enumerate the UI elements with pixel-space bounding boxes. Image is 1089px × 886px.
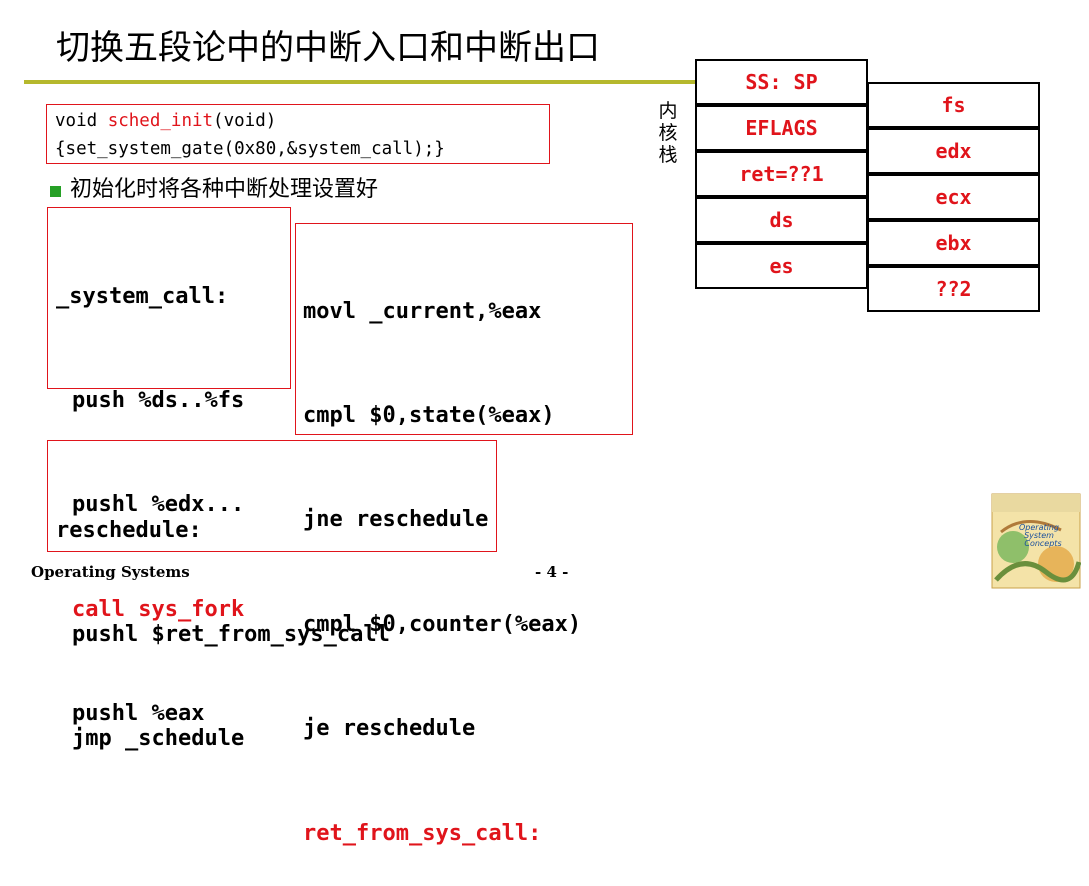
set-system-gate-line: {set_system_gate(0x80,&system_call);} — [55, 139, 445, 159]
code-line: pushl $ret_from_sys_call — [72, 621, 390, 647]
book-cover-icon: Operating System Concepts — [991, 493, 1081, 589]
code-line: jne reschedule — [303, 507, 489, 533]
void-keyword: void — [55, 111, 108, 131]
code-line: push %ds..%fs — [72, 387, 245, 413]
bullet-square-icon — [50, 186, 61, 197]
sched-init-line1: void sched_init(void) — [55, 107, 541, 135]
sched-init-code-box: void sched_init(void) {set_system_gate(0… — [46, 104, 550, 164]
book-title-line2: System — [1024, 531, 1054, 540]
code-line: pushl %edx... — [72, 492, 245, 518]
void-param: (void) — [213, 111, 277, 131]
stack-cell-eflags: EFLAGS — [695, 105, 868, 151]
code-line: jmp _schedule — [72, 726, 245, 752]
sched-init-func-name: sched_init — [107, 111, 214, 131]
stack-cell-es: es — [695, 243, 868, 289]
ret-check-code-box: movl _current,%eax cmpl $0,state(%eax) j… — [295, 223, 633, 846]
bullet-text: 初始化时将各种中断处理设置好 — [70, 177, 379, 202]
kernel-stack-label: 内核栈 — [658, 100, 678, 166]
stack-cell-edx: edx — [867, 128, 1040, 174]
reschedule-label: reschedule: — [56, 517, 202, 543]
footer-page-number: - 4 - — [535, 563, 569, 581]
book-title-line3: Concepts — [1024, 539, 1061, 548]
book-title-line1: Operating — [1019, 523, 1059, 532]
stack-cell-fs: fs — [867, 82, 1040, 128]
code-line: cmpl $0,state(%eax) — [303, 402, 555, 428]
code-line: movl _current,%eax — [303, 298, 542, 324]
stack-cell-ds: ds — [695, 197, 868, 243]
stack-cell-ret1: ret=??1 — [695, 151, 868, 197]
slide-title: 切换五段论中的中断入口和中断出口 — [56, 28, 600, 68]
ret-from-sys-call-label: ret_from_sys_call: — [303, 820, 542, 846]
stack-cell-ret2: ??2 — [867, 266, 1040, 312]
stack-cell-ecx: ecx — [867, 174, 1040, 220]
system-call-code-box: _system_call: push %ds..%fs pushl %edx..… — [47, 207, 291, 726]
reschedule-code-box: reschedule: pushl $ret_from_sys_call jmp… — [47, 440, 497, 751]
stack-cell-ebx: ebx — [867, 220, 1040, 266]
system-call-label: _system_call: — [56, 283, 229, 309]
stack-cell-ss-sp: SS: SP — [695, 59, 868, 105]
title-underline — [24, 80, 696, 84]
footer-course-name: Operating Systems — [31, 563, 190, 581]
